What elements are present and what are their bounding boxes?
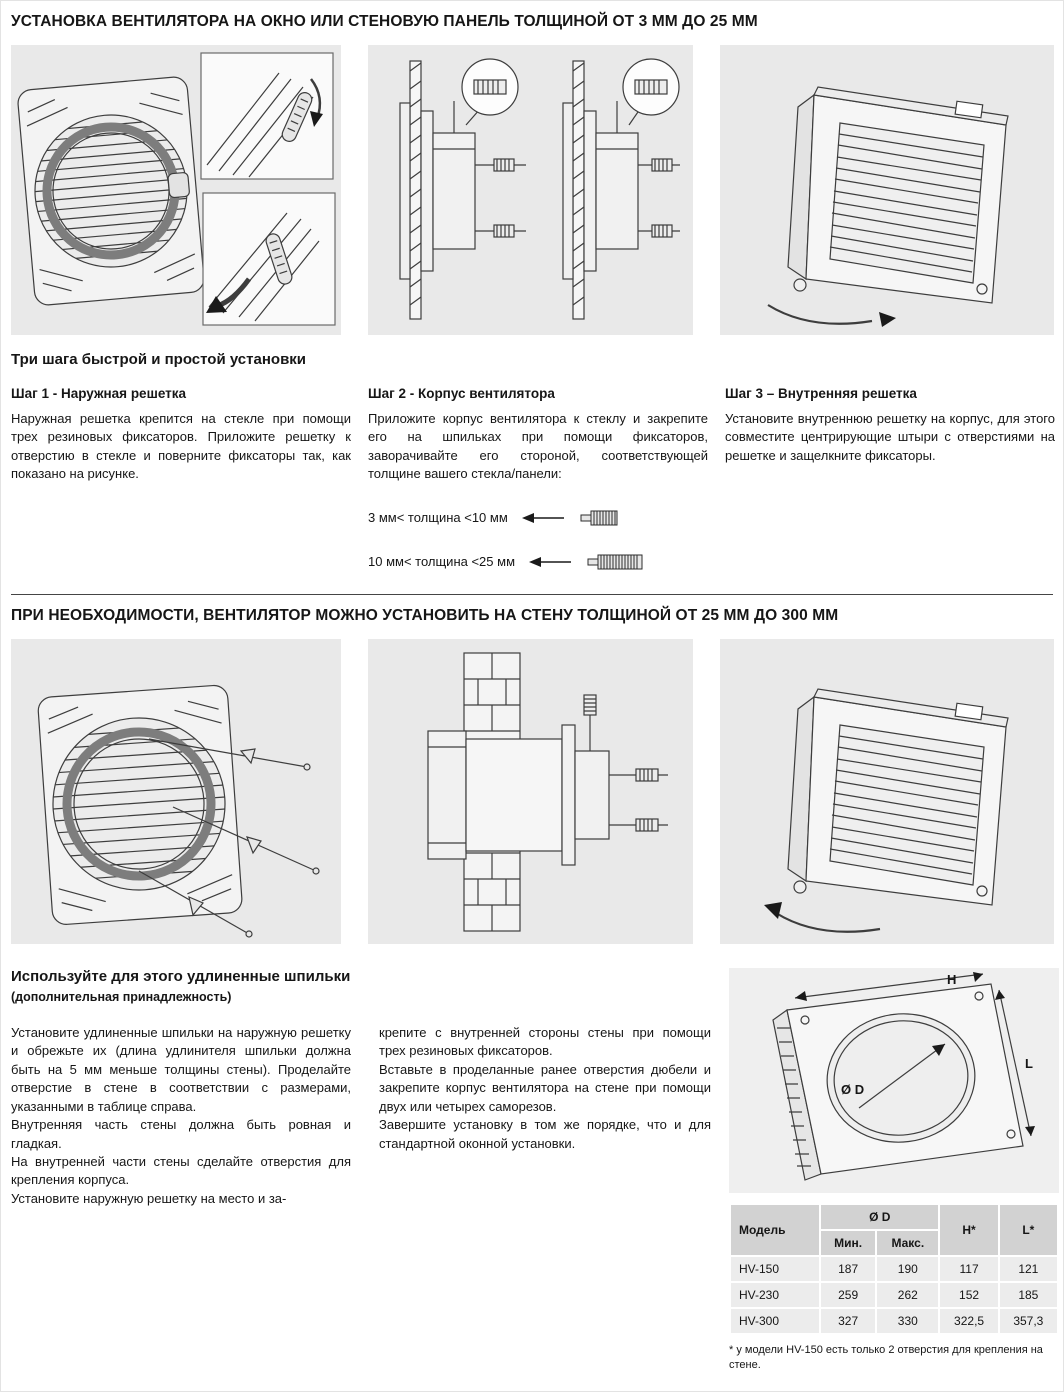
l-cell: 121 bbox=[999, 1256, 1057, 1281]
section2-illustrations bbox=[11, 638, 1054, 944]
table-row: HV-150 187 190 117 121 bbox=[731, 1256, 1057, 1281]
model-cell: HV-150 bbox=[731, 1256, 820, 1281]
sub-subtitle: (дополнительная принадлежность) bbox=[11, 989, 232, 1004]
paragraph: Вставьте в проделанные ранее отверстия д… bbox=[379, 1061, 711, 1114]
panel-glass-side-view bbox=[368, 45, 693, 335]
thickness-option-2: 10 мм< толщина <25 мм bbox=[368, 552, 708, 572]
extended-studs-text-block: Используйте для этого удлиненные шпильки… bbox=[11, 968, 711, 1373]
left-arrow-icon bbox=[529, 556, 572, 567]
dimensions-block: H L Ø D Модель Ø D H* L* Мин. bbox=[729, 967, 1059, 1373]
thickness-option-1-label: 3 мм< толщина <10 мм bbox=[368, 510, 508, 526]
dimensions-table: Модель Ø D H* L* Мин. Макс. HV-150 187 1… bbox=[729, 1203, 1059, 1335]
max-cell: 330 bbox=[877, 1308, 939, 1333]
section-divider bbox=[11, 593, 1053, 595]
paragraph: Установите удлиненные шпильки на наружну… bbox=[11, 1024, 351, 1114]
panel-fan-3d-wall bbox=[720, 638, 1054, 944]
paragraph: На внутренней части стены сделайте отвер… bbox=[11, 1153, 351, 1188]
instruction-column-right: крепите с внутренней стороны стены при п… bbox=[379, 1024, 711, 1209]
header-min: Мин. bbox=[821, 1230, 876, 1255]
panel-fan-3d bbox=[720, 45, 1054, 335]
section1-illustrations bbox=[11, 45, 1054, 335]
h-cell: 322,5 bbox=[940, 1308, 998, 1333]
header-h: H* bbox=[940, 1204, 998, 1255]
l-dimension-label: L bbox=[1025, 1056, 1033, 1071]
steps-row: Шаг 1 - Наружная решетка Наружная решетк… bbox=[11, 386, 1055, 572]
grille-long-studs-illustration bbox=[37, 684, 320, 938]
table-footnote: * у модели HV-150 есть только 2 отверсти… bbox=[729, 1343, 1043, 1371]
d-dimension-label: Ø D bbox=[841, 1082, 864, 1097]
model-cell: HV-230 bbox=[731, 1282, 820, 1307]
h-dimension-label: H bbox=[947, 972, 956, 987]
l-cell: 185 bbox=[999, 1282, 1057, 1307]
paragraph: Внутренняя часть стены должна быть ровна… bbox=[11, 1117, 351, 1151]
step-2: Шаг 2 - Корпус вентилятора Приложите кор… bbox=[368, 386, 708, 572]
step-3: Шаг 3 – Внутренняя решетка Установите вн… bbox=[725, 386, 1055, 572]
step-2-title: Шаг 2 - Корпус вентилятора bbox=[368, 386, 555, 401]
instruction-columns: Установите удлиненные шпильки на наружну… bbox=[11, 1024, 711, 1209]
fan-3d-illustration bbox=[767, 86, 1009, 327]
panel-brick-wall-side bbox=[368, 638, 693, 944]
header-max: Макс. bbox=[877, 1230, 939, 1255]
step-3-body: Установите внутреннюю решетку на корпус,… bbox=[725, 411, 1055, 463]
min-cell: 187 bbox=[821, 1256, 876, 1281]
header-diameter: Ø D bbox=[821, 1204, 939, 1229]
paragraph: крепите с внутренней стороны стены при п… bbox=[379, 1024, 711, 1059]
min-cell: 259 bbox=[821, 1282, 876, 1307]
step-3-title: Шаг 3 – Внутренняя решетка bbox=[725, 386, 917, 401]
step-2-body: Приложите корпус вентилятора к стеклу и … bbox=[368, 411, 708, 482]
glass-mount-side-illustration bbox=[399, 58, 680, 320]
step-1-body: Наружная решетка крепится на стекле при … bbox=[11, 411, 351, 482]
thickness-option-1: 3 мм< толщина <10 мм bbox=[368, 508, 708, 528]
section1-title: УСТАНОВКА ВЕНТИЛЯТОРА НА ОКНО ИЛИ СТЕНОВ… bbox=[11, 13, 758, 30]
max-cell: 190 bbox=[877, 1256, 939, 1281]
fixator-thick-icon bbox=[587, 554, 643, 570]
instruction-column-left: Установите удлиненные шпильки на наружну… bbox=[11, 1024, 351, 1209]
sub-title: Используйте для этого удлиненные шпильки bbox=[11, 967, 351, 985]
panel-wall-dimensions: H L Ø D bbox=[729, 967, 1059, 1193]
panel-outer-grille bbox=[11, 45, 341, 335]
section2-title: ПРИ НЕОБХОДИМОСТИ, ВЕНТИЛЯТОР МОЖНО УСТА… bbox=[11, 606, 839, 624]
left-arrow-icon bbox=[521, 512, 564, 523]
table-row: HV-230 259 262 152 185 bbox=[731, 1282, 1057, 1307]
panel-grille-long-studs bbox=[11, 638, 341, 944]
header-l: L* bbox=[999, 1204, 1057, 1255]
wall-mount-side-illustration bbox=[427, 652, 668, 932]
wall-hole-dimensions-illustration: H L Ø D bbox=[772, 971, 1035, 1181]
h-cell: 152 bbox=[940, 1282, 998, 1307]
bottom-section: Используйте для этого удлиненные шпильки… bbox=[11, 967, 1059, 1373]
min-cell: 327 bbox=[821, 1308, 876, 1333]
fan-3d-wall-illustration bbox=[764, 688, 1009, 933]
h-cell: 117 bbox=[940, 1256, 998, 1281]
header-model: Модель bbox=[731, 1204, 820, 1255]
paragraph: Установите наружную решетку на место и з… bbox=[11, 1190, 287, 1206]
model-cell: HV-300 bbox=[731, 1308, 820, 1333]
thickness-option-2-label: 10 мм< толщина <25 мм bbox=[368, 554, 516, 570]
fixator-thin-icon bbox=[580, 510, 618, 526]
l-cell: 357,3 bbox=[999, 1308, 1057, 1333]
paragraph: Завершите установку в том же порядке, чт… bbox=[379, 1117, 711, 1151]
step-1: Шаг 1 - Наружная решетка Наружная решетк… bbox=[11, 386, 351, 572]
steps-heading: Три шага быстрой и простой установки bbox=[11, 351, 307, 368]
outer-grille-fixators-illustration bbox=[17, 52, 336, 326]
table-row: HV-300 327 330 322,5 357,3 bbox=[731, 1308, 1057, 1333]
step-1-title: Шаг 1 - Наружная решетка bbox=[11, 386, 187, 401]
max-cell: 262 bbox=[877, 1282, 939, 1307]
